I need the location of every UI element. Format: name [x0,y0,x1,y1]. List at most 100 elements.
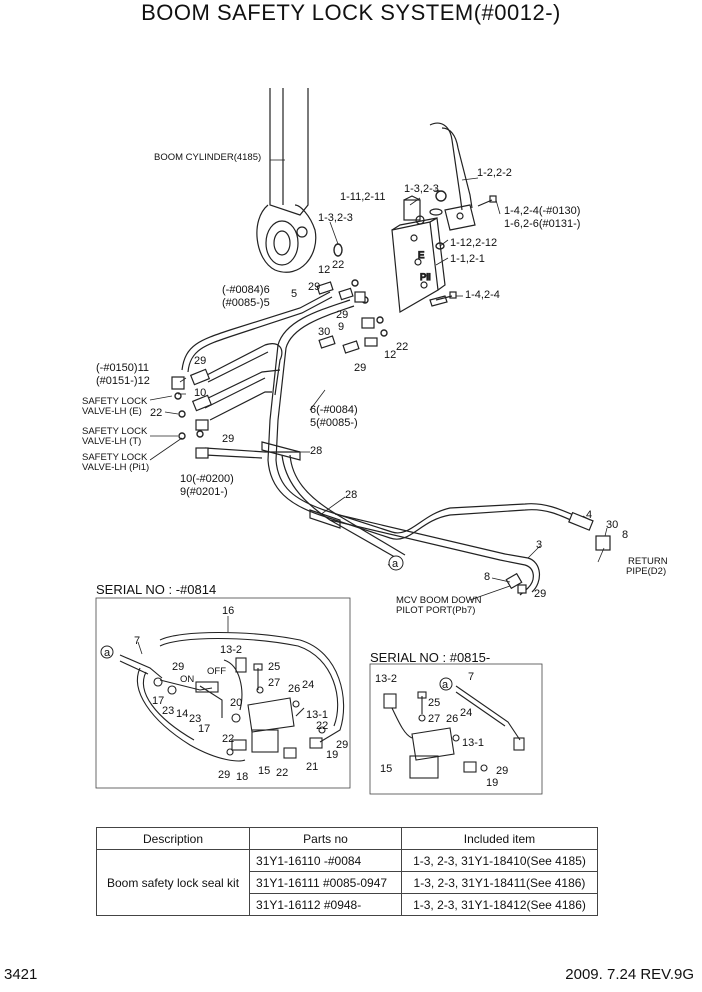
label-10-0200: 10(-#0200) [180,473,234,485]
serial-1-box [95,597,351,789]
parts-no-cell: 31Y1-16110 -#0084 [249,849,402,872]
parts-table: Description Parts no Included item Boom … [95,827,599,916]
safety-valve-t-line2: VALVE-LH (T) [82,436,141,447]
table-header-row: Description Parts no Included item [95,827,599,850]
return-pipe-line1: RETURN [628,556,668,567]
s1-label-23b: 23 [189,713,201,725]
label-1-12: 1-12,2-12 [450,237,497,249]
safety-valve-e-line2: VALVE-LH (E) [82,406,142,417]
label-28a: 28 [310,445,322,457]
s2-label-25: 25 [428,697,440,709]
label-5: 5 [291,288,297,300]
table-row: Boom safety lock seal kit 31Y1-16110 -#0… [95,849,599,916]
label-3: 3 [536,539,542,551]
parts-no-cell: 31Y1-16111 #0085-0947 [249,871,402,894]
serial-2-title: SERIAL NO : #0815- [370,650,491,665]
included-cell: 1-3, 2-3, 31Y1-18412(See 4186) [400,893,599,916]
s1-label-26: 26 [288,683,300,695]
label-6-0084: 6(-#0084) [310,404,358,416]
label-30a: 30 [318,326,330,338]
mcv-line2: PILOT PORT(Pb7) [396,605,475,616]
s2-label-7: 7 [468,671,474,683]
s1-label-7: 7 [134,635,140,647]
s1-label-15: 15 [258,765,270,777]
s1-label-20: 20 [230,697,242,709]
table-row: 31Y1-16112 #0948- 1-3, 2-3, 31Y1-18412(S… [97,893,599,916]
s2-label-27: 27 [428,713,440,725]
serial-1-title: SERIAL NO : -#0814 [96,582,217,597]
s2-label-13-1: 13-1 [462,737,484,749]
label-1-1: 1-1,2-1 [450,253,485,265]
s1-label-22c: 22 [276,767,288,779]
serial-2-drawing [383,685,525,779]
serial-2-labels: 13-2 a 7 25 27 26 24 13-1 15 29 19 [375,671,508,789]
return-pipe-line2: PIPE(D2) [626,566,666,577]
label-1-11: 1-11,2-11 [340,191,385,203]
label-22c: 22 [150,407,162,419]
s1-label-16: 16 [222,605,234,617]
label-5-0085: 5(#0085-) [310,417,358,429]
label-29e: 29 [222,433,234,445]
s1-label-22a: 22 [316,720,328,732]
label-1-3b: 1-3,2-3 [318,212,353,224]
leader-lines [149,159,608,601]
fittings [171,281,611,594]
label-22b: 22 [396,341,408,353]
s1-label-21: 21 [306,761,318,773]
boom-cylinder-label: BOOM CYLINDER(4185) [154,152,261,163]
safety-valve-e-line1: SAFETY LOCK [82,396,148,407]
label-29a: 29 [308,281,320,293]
s2-label-13-2: 13-2 [375,673,397,685]
label-29b: 29 [336,309,348,321]
label-29f: 29 [534,588,546,600]
serial-1-drawing [119,631,345,762]
s2-label-19: 19 [486,777,498,789]
header-parts-no: Parts no [249,827,402,850]
label-9-0201: 9(#0201-) [180,486,228,498]
main-labels: BOOM CYLINDER(4185) 1-2,2-2 1-3,2-3 1-11… [82,152,668,616]
label-12b: 12 [384,349,396,361]
s1-label-19: 19 [326,749,338,761]
s1-label-24: 24 [302,679,314,691]
lock-valve: E Pil [391,195,448,313]
label-0084-6: (-#0084)6 [222,284,270,296]
page-number: 3421 [4,966,38,983]
s1-label-13-2: 13-2 [220,644,242,656]
header-included-item: Included item [400,827,599,850]
label-30b: 30 [606,519,618,531]
s1-label-29c: 29 [218,769,230,781]
label-0150-11: (-#0150)11 [96,362,149,374]
s1-label-27: 27 [268,677,280,689]
s1-label-29b: 29 [336,739,348,751]
s2-label-26: 26 [446,713,458,725]
s1-ref-a: a [104,647,111,659]
boom-cylinder [256,88,317,273]
s1-label-25: 25 [268,661,280,673]
label-1-2: 1-2,2-2 [477,167,512,179]
label-1-3a: 1-3,2-3 [404,183,439,195]
included-cell: 1-3, 2-3, 31Y1-18410(See 4185) [400,849,599,872]
label-0151-12: (#0151-)12 [96,375,150,387]
s1-label-17a: 17 [152,695,164,707]
kit-description: Boom safety lock seal kit [95,849,251,916]
label-4: 4 [586,509,592,521]
s1-off: OFF [207,666,226,677]
included-cell: 1-3, 2-3, 31Y1-18411(See 4186) [400,871,599,894]
s2-ref-a: a [442,679,449,691]
s1-label-23a: 23 [162,705,174,717]
s1-label-22b: 22 [222,733,234,745]
serial-1-labels: a 16 7 13-2 25 27 29 ON OFF 26 24 17 23 … [100,605,348,783]
svg-text:E: E [418,250,424,261]
date-revision: 2009. 7.24 REV.9G [565,966,694,983]
ref-a-marker: a [388,555,404,571]
bolts [435,195,497,301]
label-12a: 12 [318,264,330,276]
s1-label-18: 18 [236,771,248,783]
label-28b: 28 [345,489,357,501]
safety-valve-p-line1: SAFETY LOCK [82,452,148,463]
label-22a: 22 [332,259,344,271]
s1-on: ON [180,674,194,685]
parts-no-cell: 31Y1-16112 #0948- [249,893,402,916]
hoses [181,291,579,596]
